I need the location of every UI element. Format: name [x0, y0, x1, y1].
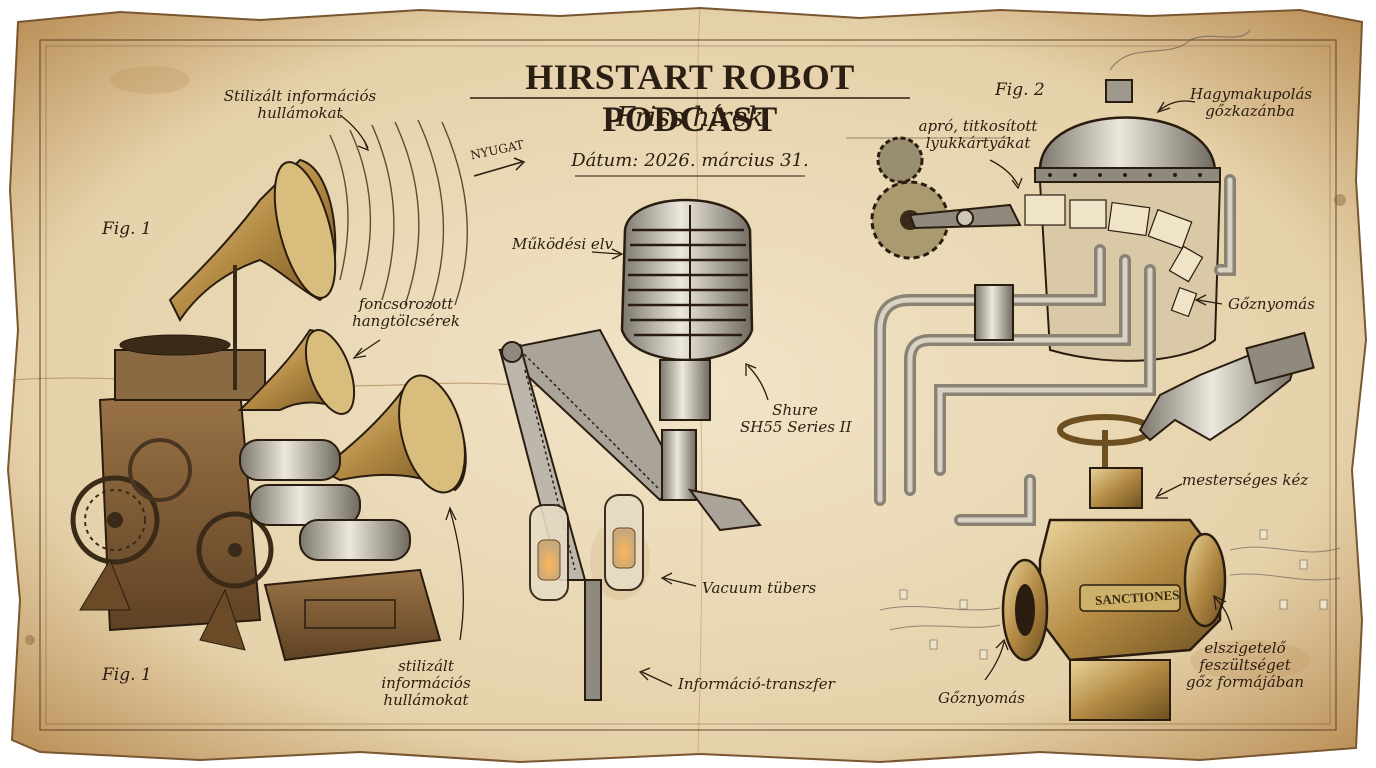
waves-top-line-1: Stilizált információs	[223, 87, 377, 105]
hand-label: mesterséges kéz	[1182, 471, 1309, 489]
onion-caption: Hagymakupolás gőzkazánba	[1190, 85, 1313, 120]
tubes-label: Vacuum tübers	[702, 579, 817, 597]
waves-bottom-line-2: információs	[381, 674, 471, 692]
mic-line-2: SH55 Series II	[740, 418, 852, 436]
horns-line-2: hangtölcsérek	[352, 312, 460, 330]
tension-caption: elszigetelő feszültséget gőz formájában	[1180, 640, 1310, 691]
fig2-label: Fig. 2	[995, 80, 1045, 100]
cards-line-1: apró, titkosított	[918, 117, 1038, 135]
mic-line-1: Shure	[772, 401, 818, 419]
waves-top-line-2: hullámokat	[257, 104, 343, 122]
fig1-bottom-label: Fig. 1	[102, 665, 152, 685]
mic-caption: Shure SH55 Series II	[740, 401, 852, 436]
horns-caption: foncsorozott hangtölcsérek	[346, 296, 466, 330]
date-line: Dátum: 2026. március 31.	[571, 150, 809, 171]
tension-line-1: elszigetelő	[1204, 639, 1286, 657]
tension-line-3: gőz formájában	[1185, 673, 1305, 691]
waves-bottom-line-3: hullámokat	[383, 691, 469, 709]
cards-caption: apró, titkosított lyukkártyákat	[918, 118, 1038, 152]
phonograph-illustration	[70, 114, 469, 662]
onion-line-2: gőzkazánba	[1205, 102, 1295, 120]
horns-line-1: foncsorozott	[358, 295, 454, 313]
microphone-illustration	[497, 198, 769, 701]
principle-label: Működési elv	[512, 235, 614, 253]
fig1-top-label: Fig. 1	[102, 219, 152, 239]
info-waves	[329, 119, 469, 309]
steam-pressure-bottom-label: Gőznyomás	[938, 689, 1025, 707]
tension-line-2: feszültséget	[1199, 656, 1291, 674]
boiler-illustration	[846, 29, 1341, 721]
transfer-label: Információ-transzfer	[678, 675, 835, 693]
waves-top-caption: Stilizált információs hullámokat	[220, 88, 380, 122]
page-title: HIRSTART ROBOT PODCAST	[525, 57, 855, 139]
waves-bottom-line-1: stilizált	[398, 657, 454, 675]
cards-line-2: lyukkártyákat	[925, 134, 1031, 152]
waves-bottom-caption: stilizált információs hullámokat	[366, 658, 486, 709]
steam-pressure-label: Gőznyomás	[1228, 295, 1315, 313]
onion-line-1: Hagymakupolás	[1190, 85, 1313, 103]
page-subtitle: Friss hírek	[616, 102, 764, 133]
